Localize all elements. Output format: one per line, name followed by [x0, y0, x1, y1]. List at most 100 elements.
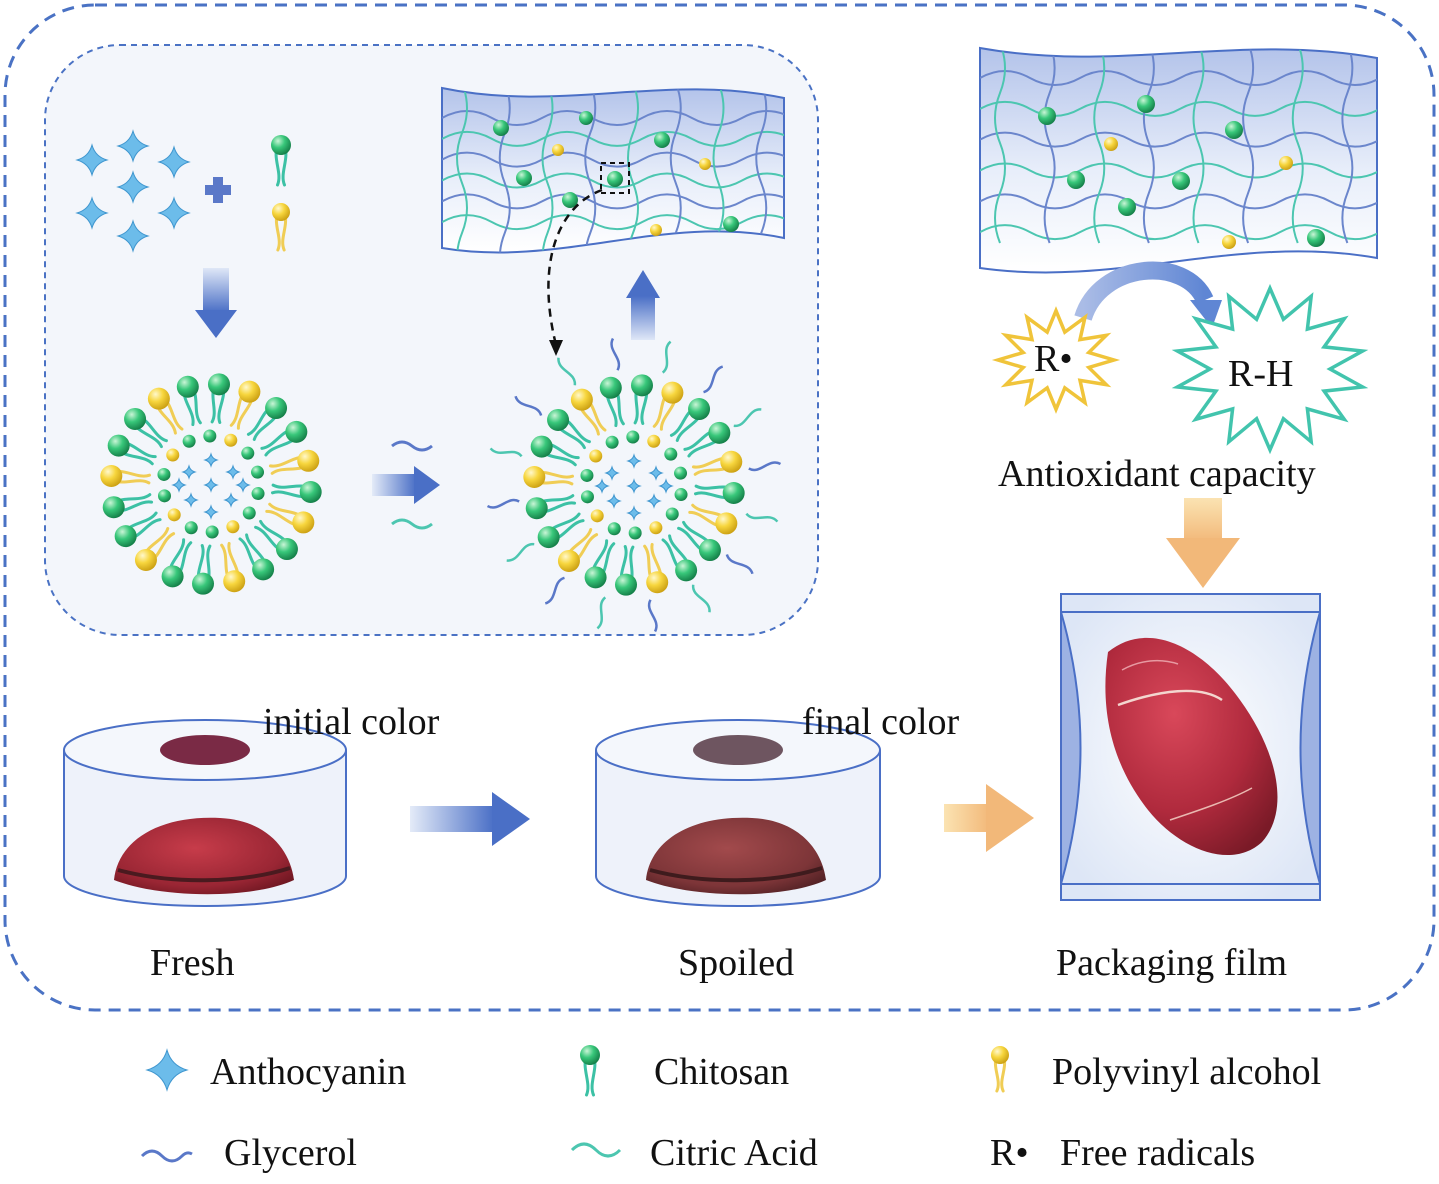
micelle-outer-molecule: [161, 538, 193, 588]
micelle-outer-molecule: [661, 534, 698, 582]
micelle-outer-molecule: [238, 533, 275, 581]
micelle-outer-molecule: [220, 541, 246, 593]
micelle-outer-molecule: [114, 511, 162, 548]
encapsulated-anthocyanin-icon: [626, 505, 642, 521]
encapsulated-anthocyanin-icon: [203, 504, 219, 520]
micelle-inner-head: [664, 447, 678, 461]
micelle-outer-molecule: [102, 493, 154, 519]
micelle-outer-molecule: [693, 481, 745, 504]
encapsulated-anthocyanin-icon: [203, 452, 219, 468]
anthocyanin-star-icon: [116, 219, 150, 253]
plasticizer-chain: [486, 498, 520, 509]
micelle-outer-molecule: [265, 502, 315, 534]
legend-citric-acid-icon: [570, 1142, 622, 1158]
legend-glycerol-icon: [140, 1149, 193, 1163]
pva-bead: [1104, 137, 1118, 151]
plasticizer-chain: [489, 447, 523, 458]
micelle-inner-head: [166, 448, 180, 462]
plasticizer-chain: [557, 357, 577, 386]
micelle-outer-molecule: [584, 539, 616, 589]
film-network-right: [979, 46, 1378, 274]
micelle-outer-molecule: [100, 465, 152, 488]
encapsulated-anthocyanin-icon: [181, 464, 197, 480]
plasticizer-chain: [725, 553, 754, 575]
stabilized-radical-starburst: [1171, 283, 1369, 455]
micelle-outer-molecule: [270, 480, 322, 503]
micelle-inner-head: [674, 488, 688, 502]
micelle-outer-molecule: [683, 421, 731, 458]
chitosan-bead: [562, 192, 578, 208]
micelle-inner-head: [251, 465, 265, 479]
micelle-outer-molecule: [246, 397, 288, 441]
pva-bead: [552, 144, 564, 156]
antioxidant-capacity-label: Antioxidant capacity: [998, 453, 1316, 495]
radical-starburst: [991, 306, 1121, 414]
anthocyanin-stars: [75, 129, 191, 253]
chitosan-bead: [1137, 95, 1155, 113]
legend-free-radicals-symbol: R•: [990, 1132, 1029, 1174]
legend-polyvinyl-alcohol: Polyvinyl alcohol: [1052, 1051, 1322, 1093]
film-sheet: [441, 86, 785, 254]
micelle-outer-molecule: [192, 543, 215, 595]
micelle-outer-molecule: [688, 503, 738, 535]
legend-icons: [140, 1045, 1009, 1163]
micelle-inner-head: [182, 434, 196, 448]
right-arrow-blue: [410, 792, 530, 846]
encapsulated-anthocyanin-icon: [606, 493, 622, 509]
micelle-inner-head: [224, 433, 238, 447]
citric-acid-wave: [391, 518, 433, 530]
packaging-bag: [1060, 593, 1321, 901]
encapsulated-anthocyanin-icon: [235, 477, 251, 493]
micelle-inner-head: [589, 449, 603, 463]
spoiled-container: [595, 719, 881, 907]
micelle-outer-molecule: [525, 494, 577, 520]
legend-free-radicals: Free radicals: [1060, 1132, 1256, 1174]
rh-label: R-H: [1228, 353, 1294, 395]
plasticizer-chain: [745, 512, 779, 523]
plasticizer-chain: [514, 395, 543, 417]
micelle-inner-head: [607, 522, 621, 536]
glycerol-wave: [391, 440, 433, 452]
micelle-outer-molecule: [691, 450, 743, 476]
plasticizer-chain: [610, 337, 621, 371]
plasticizer-chain: [506, 542, 535, 562]
micelle-inner-head: [157, 489, 171, 503]
plasticizer-chain: [544, 576, 566, 605]
micelle-outer-molecule: [652, 381, 684, 431]
micelle-inner-head: [251, 487, 265, 501]
micelle-outer-molecule: [207, 373, 230, 425]
micelle-inner-head: [226, 520, 240, 534]
micelle-inner-head: [184, 521, 198, 535]
final-color-label: final color: [802, 701, 960, 743]
micelle-inner-head: [647, 434, 661, 448]
spoiled-label: Spoiled: [678, 942, 795, 984]
micelle-outer-molecule: [630, 374, 653, 426]
zoom-box: [600, 162, 630, 194]
micelle-inner-head: [580, 490, 594, 504]
zoom-connector: [547, 188, 603, 346]
pva-bead: [650, 224, 662, 236]
encapsulated-anthocyanin-icon: [225, 464, 241, 480]
film-sheet: [979, 46, 1378, 274]
micelle-left: [100, 373, 322, 595]
chitosan-bead: [1038, 107, 1056, 125]
plus-icon: [205, 177, 231, 203]
chitosan-bead: [579, 111, 593, 125]
initial-indicator-disc: [160, 735, 250, 765]
initial-color-label: initial color: [263, 701, 440, 743]
plasticizer-chain: [691, 584, 711, 613]
reagent-molecules: [271, 135, 291, 252]
pva-molecule-icon: [272, 203, 290, 252]
chitosan-bead: [723, 216, 739, 232]
chitosan-bead: [1172, 172, 1190, 190]
encapsulated-anthocyanin-icon: [626, 453, 642, 469]
encapsulated-anthocyanin-icon: [171, 477, 187, 493]
chitosan-bead: [1067, 171, 1085, 189]
encapsulated-anthocyanin-icon: [658, 478, 674, 494]
legend-chitosan-icon: [580, 1045, 600, 1097]
plasticizer-chain: [596, 596, 607, 630]
micelle-outer-molecule: [523, 466, 575, 489]
plasticizer-chain: [748, 461, 782, 472]
micelle-inner-head: [157, 467, 171, 481]
micelle-outer-molecule: [176, 375, 202, 427]
